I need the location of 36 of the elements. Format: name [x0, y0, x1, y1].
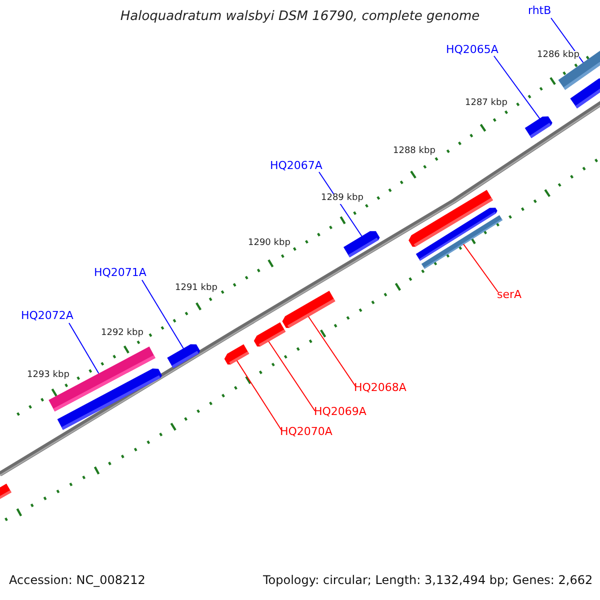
gene-label: serA	[497, 289, 522, 302]
gene-feature	[254, 322, 286, 347]
gene-label: rhtB	[528, 5, 552, 18]
leader-line	[68, 322, 100, 374]
gene-bar	[48, 346, 156, 412]
gene-feature	[343, 231, 380, 258]
scale-label: 1287 kbp	[465, 99, 508, 109]
scale-label: 1289 kbp	[321, 194, 364, 204]
scale-label: 1288 kbp	[393, 147, 436, 157]
scale-label: 1293 kbp	[27, 371, 70, 381]
leader-line	[142, 280, 184, 349]
gene-label: HQ2070A	[280, 426, 332, 438]
leader-line	[494, 56, 540, 120]
gene-label: HQ2067A	[270, 160, 322, 172]
gene-feature	[167, 344, 200, 368]
gene-label: HQ2071A	[94, 267, 146, 280]
scale-label: 1286 kbp	[537, 51, 580, 61]
gene-label: HQ2072A	[21, 310, 74, 322]
leader-line	[550, 18, 584, 64]
gene-label: HQ2068A	[354, 382, 406, 394]
map-title: Haloquadratum walsbyi DSM 16790, complete genome	[120, 10, 480, 24]
genome-summary: Topology: circular; Length: 3,132,494 bp; Genes: 2,662	[263, 574, 591, 588]
scale-label: 1291 kbp	[175, 284, 218, 294]
leader-line	[463, 244, 498, 292]
leader-line	[268, 341, 316, 412]
gene-label: HQ2065A	[446, 44, 498, 56]
gene-label: HQ2069A	[314, 406, 366, 418]
scale-label: 1292 kbp	[101, 329, 144, 339]
leader-line	[308, 316, 356, 388]
gene-feature	[224, 344, 250, 365]
gene-bar	[421, 215, 503, 269]
gene-feature	[282, 290, 336, 328]
leader-line	[236, 360, 282, 432]
accession-text: Accession: NC_008212	[9, 574, 146, 588]
scale-label: 1290 kbp	[248, 239, 290, 249]
gene-feature	[524, 116, 552, 138]
